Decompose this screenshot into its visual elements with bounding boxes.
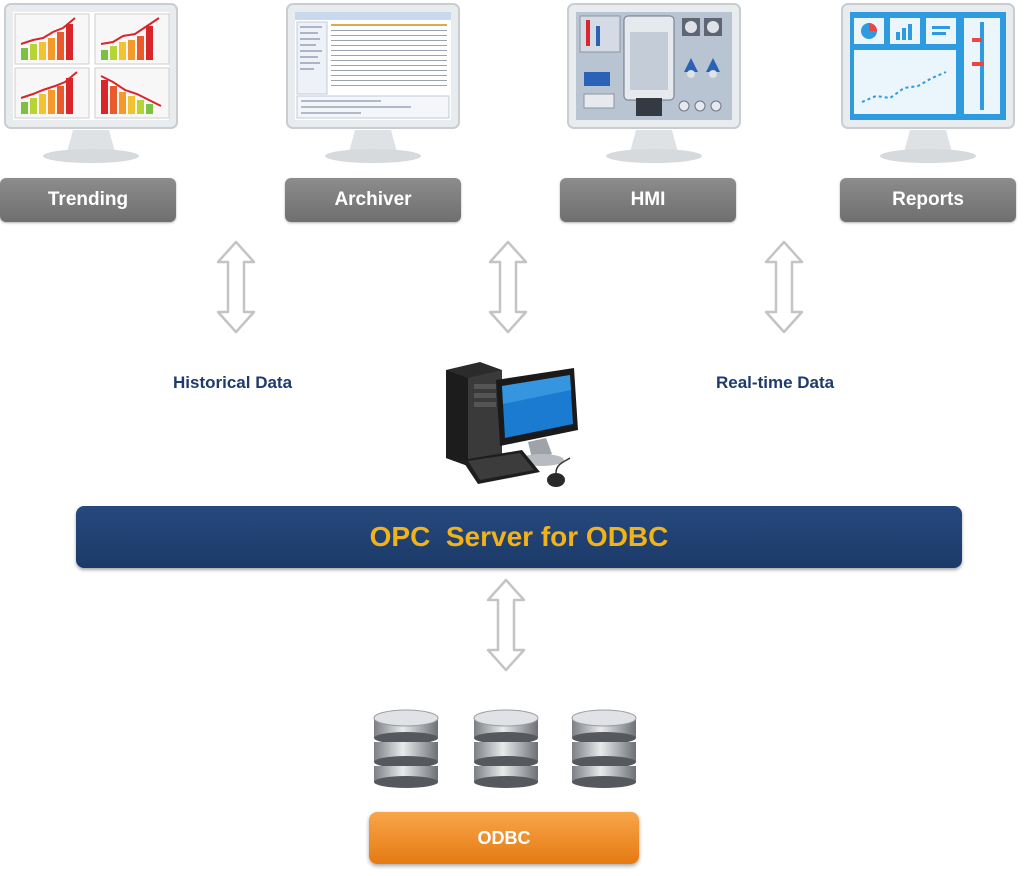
double-arrow-icon bbox=[486, 578, 526, 672]
double-arrow-icon bbox=[216, 240, 256, 334]
historical-data-label: Historical Data bbox=[173, 373, 293, 392]
desktop-computer-icon bbox=[446, 362, 578, 487]
server-title: OPC Server for ODBC bbox=[369, 521, 669, 552]
double-arrow-icon bbox=[488, 240, 528, 334]
double-arrow-icon bbox=[764, 240, 804, 334]
hmi-label[interactable]: HMI bbox=[560, 178, 736, 222]
trending-monitor-icon bbox=[4, 3, 178, 163]
odbc-button[interactable]: ODBC bbox=[369, 812, 639, 864]
reports-label[interactable]: Reports bbox=[840, 178, 1016, 222]
trending-label[interactable]: Trending bbox=[0, 178, 176, 222]
database-icon bbox=[571, 709, 637, 788]
archiver-monitor-icon bbox=[286, 3, 460, 163]
database-icon bbox=[473, 709, 539, 788]
reports-monitor-icon bbox=[841, 3, 1015, 163]
realtime-data-label: Real-time Data bbox=[716, 373, 835, 392]
opc-server-bar[interactable]: OPC Server for ODBC bbox=[76, 506, 962, 568]
archiver-label[interactable]: Archiver bbox=[285, 178, 461, 222]
database-icon bbox=[373, 709, 439, 788]
hmi-monitor-icon bbox=[567, 3, 741, 163]
